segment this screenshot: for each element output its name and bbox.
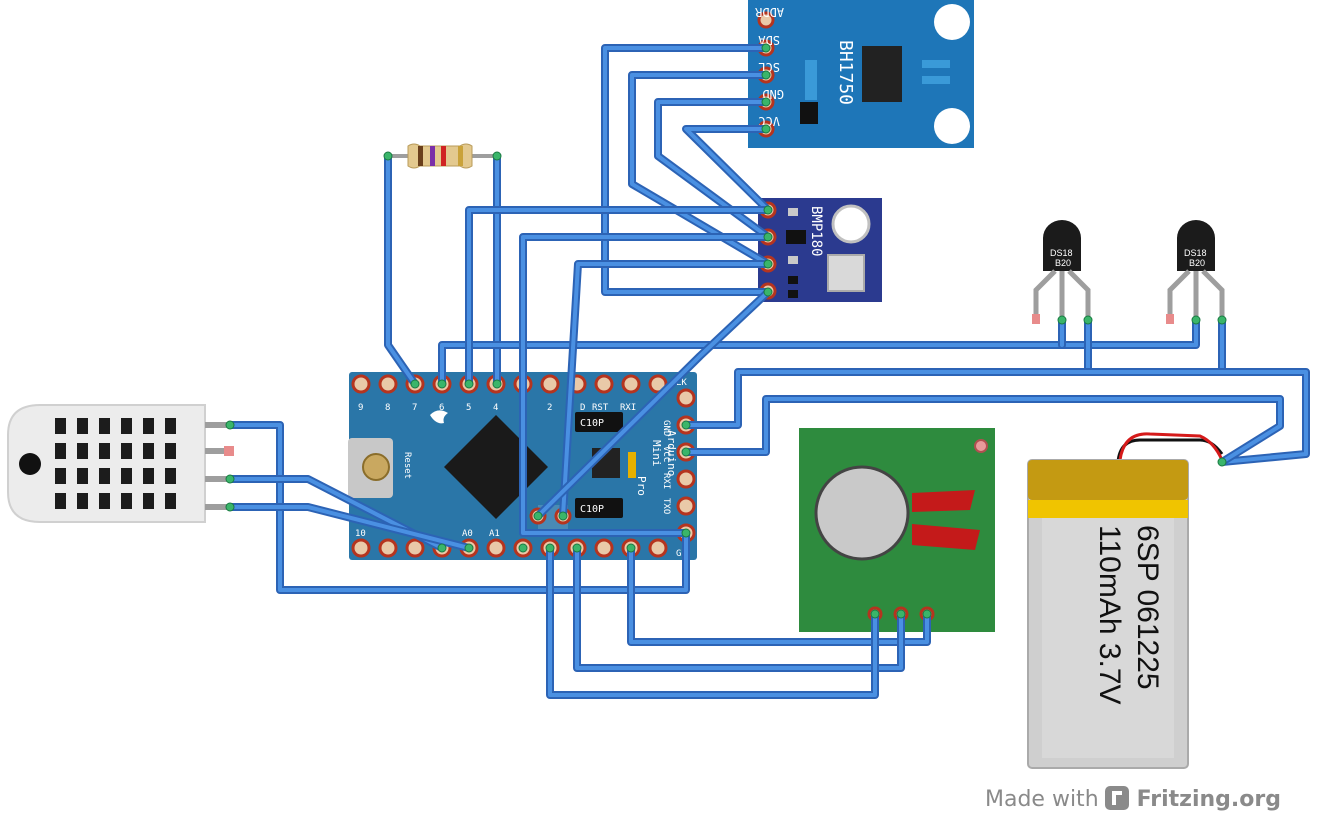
wire-bh-gnd: [654, 98, 772, 241]
pin-label-4: 4: [493, 403, 498, 413]
resistor-band-2: [430, 146, 435, 166]
power-led: [628, 452, 636, 478]
ds18b20-sensor-2: DS18 B20: [1166, 220, 1225, 324]
pin-label-gn: GN: [676, 549, 687, 559]
ds18b20-1-label-1: DS18: [1050, 248, 1073, 258]
fritzing-brand[interactable]: Fritzing.org: [1136, 787, 1281, 812]
bh1750-pin-sda: SDA: [758, 33, 780, 47]
bmp180-module: BMP180: [758, 198, 882, 302]
pin-label-a1: A1: [489, 529, 500, 539]
resistor-band-4: [458, 146, 463, 166]
ds18b20-2-label-1: DS18: [1184, 248, 1207, 258]
board-label-pro: Pro: [635, 476, 648, 496]
pin-label-2: 2: [547, 403, 552, 413]
bmp180-sensor: [827, 254, 865, 292]
wire-bh-sda: [601, 44, 772, 296]
wire-bmp-sda: [534, 288, 772, 520]
battery-label-2: 110mAh 3.7V: [1093, 525, 1126, 705]
fritzing-footer: Made with Fritzing.org: [985, 786, 1281, 812]
pin-label-6: 6: [439, 403, 444, 413]
wire-bmp-scl: [559, 260, 772, 520]
board-label-mini: Mini: [650, 440, 663, 467]
made-with-label: Made with: [985, 787, 1099, 812]
wire-dht-data: [226, 475, 446, 552]
pin-label-rxi: RXI: [661, 473, 671, 489]
bh1750-pin-gnd: GND: [762, 87, 784, 101]
wire-dht-vcc: [226, 421, 690, 594]
wire-gnd-bus: [682, 368, 1310, 466]
ds18b20-1-label-2: B20: [1055, 258, 1071, 268]
ds18b20-sensor-1: DS18 B20: [1032, 220, 1091, 324]
ds18b20-2-label-2: B20: [1189, 258, 1205, 268]
pin-label-5: 5: [466, 403, 471, 413]
wire-bmp-gnd: [519, 233, 772, 537]
rf-crystal: [814, 465, 910, 561]
reset-label: Reset: [402, 452, 412, 479]
bh1750-chip: [862, 46, 902, 102]
fritzing-logo-icon: [1104, 786, 1129, 810]
wire-dht-gnd: [226, 503, 473, 552]
lipo-battery: 6SP 061225 110mAh 3.7V: [1027, 432, 1224, 769]
pin-label-gnd: GND: [661, 420, 671, 436]
bh1750-mount-hole-top: [934, 4, 970, 40]
resistor-band-3: [441, 146, 446, 166]
wire-bh-vcc: [682, 125, 772, 214]
board-label-arduino: Arduino: [665, 430, 678, 476]
pin-label-9: 9: [358, 403, 363, 413]
battery-label-1: 6SP 061225: [1131, 525, 1164, 690]
rf-transmitter-module: [799, 428, 995, 632]
bmp180-mount-hole: [831, 204, 871, 244]
pin-label-d: D: [580, 403, 585, 413]
bh1750-pin-scl: SCL: [758, 60, 780, 74]
bmp180-title: BMP180: [808, 206, 824, 257]
bh1750-pin-vcc: VCC: [758, 114, 780, 128]
resistor: [388, 143, 497, 169]
dht22-sensor: [7, 404, 234, 523]
wires: [226, 44, 1310, 699]
wire-endpoints: [225, 43, 1227, 619]
pin-label-a0: A0: [462, 529, 473, 539]
wire-bh-scl: [628, 71, 772, 268]
arduino-right-pin-labels: GND VCC RXI TXO GN: [661, 420, 687, 559]
pin-label-lk: LK: [676, 378, 687, 388]
bh1750-title: BH1750: [835, 40, 856, 105]
pin-label-8: 8: [385, 403, 390, 413]
pin-label-10: 10: [355, 529, 366, 539]
bh1750-mount-hole-bottom: [934, 108, 970, 144]
cap-label-2: C10P: [580, 504, 604, 515]
bh1750-module: BH1750 ADDR SDA SCL GND VCC: [748, 0, 974, 148]
bh1750-pin-addr: ADDR: [754, 5, 784, 19]
pin-label-txo: TXO: [661, 498, 671, 514]
bh1750-pin-labels: ADDR SDA SCL GND VCC: [754, 5, 784, 128]
pin-label-7: 7: [412, 403, 417, 413]
wire-rf-2: [573, 544, 905, 672]
sparkfun-logo-icon: [430, 410, 448, 424]
dht22-grille: [55, 418, 176, 509]
dht22-mount-hole: [19, 453, 41, 475]
resistor-band-1: [418, 146, 423, 166]
pin-label-rxi-top: RXI: [620, 403, 636, 413]
wire-rf-1: [627, 544, 931, 646]
wire-bmp-vcc: [465, 206, 772, 388]
pin-label-vcc: VCC: [661, 446, 671, 462]
wire-resistor-left: [384, 152, 419, 388]
cap-label-1: C10P: [580, 418, 604, 429]
wire-rf-3: [546, 544, 879, 699]
dht22-leads: [205, 422, 234, 510]
pin-label-rst: RST: [592, 403, 609, 413]
wire-ds-data-bus: [438, 316, 1200, 388]
wire-vcc-bus: [682, 395, 1284, 466]
